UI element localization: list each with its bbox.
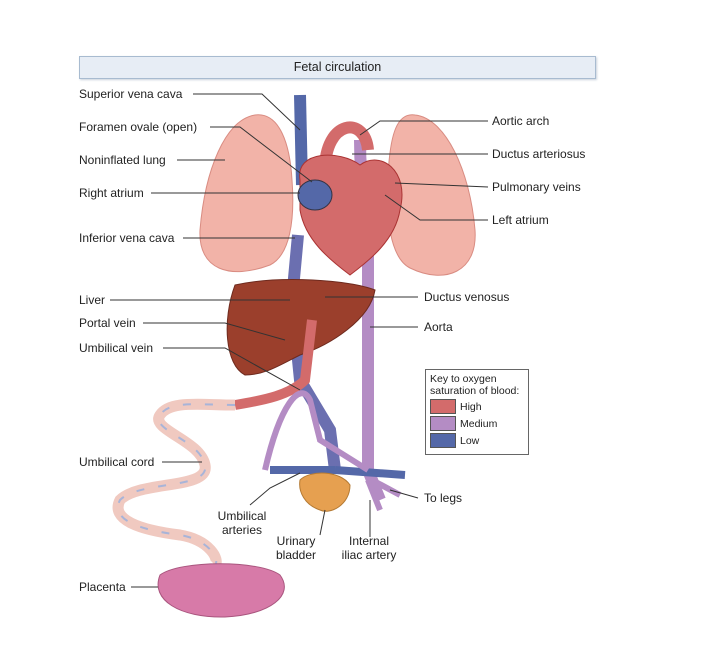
oxygen-key-legend: Key to oxygen saturation of blood: High … (425, 369, 529, 455)
label-umbilical-cord: Umbilical cord (79, 455, 155, 469)
label-foramen-ovale: Foramen ovale (open) (79, 120, 198, 134)
label-superior-vena-cava: Superior vena cava (79, 87, 183, 101)
key-item-high: High (430, 399, 524, 414)
leg-arteries (365, 477, 402, 512)
label-to-legs: To legs (424, 491, 463, 505)
label-umbilical-arteries: Umbilical arteries (212, 509, 272, 537)
label-line: Internal (348, 534, 390, 548)
label-internal-iliac-artery: Internal iliac artery (336, 534, 402, 562)
urinary-bladder-organ (299, 472, 351, 512)
iliac-veins (270, 466, 406, 479)
label-inferior-vena-cava: Inferior vena cava (79, 231, 175, 245)
placenta-organ (157, 563, 285, 618)
swatch-medium (430, 416, 456, 431)
right-atrium-shape (297, 179, 333, 211)
label-portal-vein: Portal vein (79, 316, 136, 330)
label-line: arteries (221, 523, 262, 537)
label-line: bladder (275, 548, 317, 562)
label-left-atrium: Left atrium (492, 213, 549, 227)
label-right-atrium: Right atrium (79, 186, 144, 200)
label-urinary-bladder: Urinary bladder (270, 534, 322, 562)
key-label: Low (460, 434, 480, 447)
label-ductus-arteriosus: Ductus arteriosus (492, 147, 586, 161)
label-placenta: Placenta (79, 580, 126, 594)
umbilical-arteries-vessel (262, 390, 370, 473)
leader-lines (110, 93, 489, 588)
label-ductus-venosus: Ductus venosus (424, 290, 510, 304)
key-item-medium: Medium (430, 416, 524, 431)
key-title: saturation of blood: (430, 385, 520, 397)
label-aortic-arch: Aortic arch (492, 114, 550, 128)
key-label: High (460, 400, 482, 413)
label-umbilical-vein: Umbilical vein (79, 341, 154, 355)
label-pulmonary-veins: Pulmonary veins (492, 180, 581, 194)
label-line: Urinary (276, 534, 316, 548)
swatch-high (430, 399, 456, 414)
umbilical-vein-vessel (234, 319, 317, 410)
swatch-low (430, 433, 456, 448)
umbilical-cord (112, 398, 236, 569)
label-line: Umbilical (217, 509, 267, 523)
diagram-title: Fetal circulation (79, 56, 596, 79)
heart (299, 154, 403, 276)
key-label: Medium (460, 417, 498, 430)
label-line: iliac artery (341, 548, 397, 562)
key-title: Key to oxygen (430, 373, 497, 385)
key-item-low: Low (430, 433, 524, 448)
label-noninflated-lung: Noninflated lung (79, 153, 166, 167)
label-aorta: Aorta (424, 320, 453, 334)
label-liver: Liver (79, 293, 106, 307)
